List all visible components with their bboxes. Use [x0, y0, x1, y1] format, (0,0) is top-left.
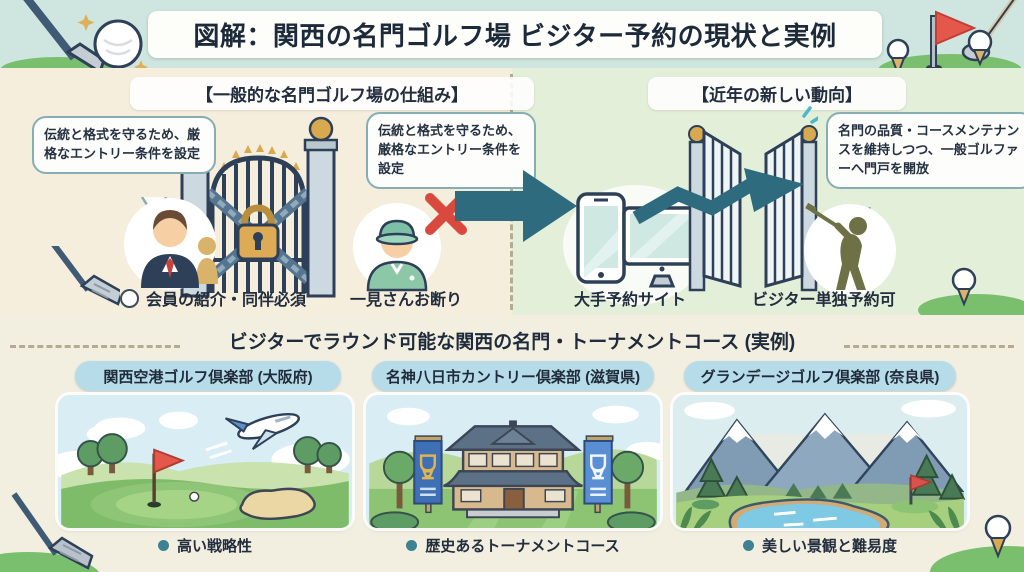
refusal-caption-text: 一見さんお断り: [350, 292, 463, 309]
right-section-header: 【近年の新しい動向】: [692, 86, 862, 105]
course-2-illustration: [366, 395, 660, 528]
course-2-feature-text: 歴史あるトーナメントコース: [425, 538, 620, 555]
header-dash-right: [844, 345, 1014, 348]
right-section-header-pill: 【近年の新しい動向】: [648, 77, 906, 110]
member-caption: 会員の紹介・同伴必須: [120, 286, 306, 310]
bottom-right-tee-decoration-icon: [930, 514, 1024, 572]
page-title: 図解：関西の名門ゴルフ場 ビジター予約の現状と実例: [193, 21, 837, 51]
course-3-feature: 美しい景観と難易度: [673, 535, 967, 556]
airport-golf-course-art: [58, 395, 350, 528]
course-1-illustration: [58, 395, 352, 528]
member-caption-text: 会員の紹介・同伴必須: [146, 292, 307, 309]
golf-ball-bullet-icon: [120, 288, 139, 308]
course-card-title: 関西空港ゴルフ倶楽部 (大阪府): [75, 361, 341, 391]
course-card-title: 名神八日市カントリー倶楽部 (滋賀県): [372, 361, 654, 391]
tradition-bubble-left-text: 伝統と格式を守るため、厳格なエントリー条件を設定: [44, 127, 201, 161]
title-band: 図解：関西の名門ゴルフ場 ビジター予約の現状と実例: [0, 0, 1024, 80]
tee-ball-decoration-icon: [918, 267, 1024, 315]
examples-section: ビジターでラウンド可能な関西の名門・トーナメントコース (実例) 関西空港ゴルフ…: [0, 315, 1024, 572]
feature-dot-icon: [406, 540, 418, 551]
course-3-illustration: [673, 395, 967, 528]
left-section-header-pill: 【一般的な名門ゴルフ場の仕組み】: [130, 77, 534, 110]
visitor-booking-caption: ビジター単独予約可: [752, 286, 896, 310]
feature-dot-icon: [157, 540, 169, 551]
left-section-header: 【一般的な名門ゴルフ場の仕組み】: [196, 86, 468, 105]
iron-club-icon: [51, 246, 120, 306]
mountain-lake-art: [676, 395, 966, 528]
course-1-title: 関西空港ゴルフ倶楽部 (大阪府): [103, 368, 313, 386]
tradition-speech-bubble-right: 伝統と格式を守るため、厳格なエントリー条件を設定: [366, 112, 536, 189]
course-3-feature-text: 美しい景観と難易度: [761, 538, 897, 555]
visitor-cap-man-icon: [353, 203, 441, 292]
course-1-feature-text: 高い戦略性: [176, 538, 252, 555]
transition-arrow-icon: [455, 170, 577, 242]
new-trend-bubble-text: 名門の品質・コースメンテナンスを維持しつつ、一般ゴルファーへ門戸を開放: [838, 123, 1020, 176]
tradition-speech-bubble-left: 伝統と格式を守るため、厳格なエントリー条件を設定: [32, 116, 216, 174]
examples-header: ビジターでラウンド可能な関西の名門・トーナメントコース (実例): [228, 332, 796, 353]
course-1-feature: 高い戦略性: [58, 535, 352, 556]
course-3-title: グランデージゴルフ倶楽部 (奈良県): [700, 368, 940, 386]
tradition-bubble-right-text: 伝統と格式を守るため、厳格なエントリー条件を設定: [378, 123, 522, 176]
golf-club-ball-decoration-icon: [0, 0, 148, 78]
course-2-feature: 歴史あるトーナメントコース: [366, 535, 660, 556]
course-card-title: グランデージゴルフ倶楽部 (奈良県): [684, 361, 956, 391]
booking-site-caption: 大手予約サイト: [574, 286, 686, 310]
clubhouse-art: [369, 395, 660, 528]
course-2-title: 名神八日市カントリー倶楽部 (滋賀県): [385, 368, 641, 386]
feature-dot-icon: [742, 540, 754, 551]
refusal-caption: 一見さんお断り: [350, 286, 462, 310]
page-title-box: 図解：関西の名門ゴルフ場 ビジター予約の現状と実例: [148, 11, 882, 58]
swinging-golfer-icon: [804, 202, 896, 296]
zigzag-growth-arrow-icon: [632, 168, 804, 225]
header-dash-left: [10, 345, 180, 348]
booking-site-caption-text: 大手予約サイト: [574, 292, 687, 309]
visitor-booking-caption-text: ビジター単独予約可: [752, 292, 896, 309]
new-trend-speech-bubble: 名門の品質・コースメンテナンスを維持しつつ、一般ゴルファーへ門戸を開放: [826, 112, 1024, 189]
bottom-left-club-decoration-icon: [0, 492, 99, 572]
member-businessman-icon: [124, 198, 218, 290]
